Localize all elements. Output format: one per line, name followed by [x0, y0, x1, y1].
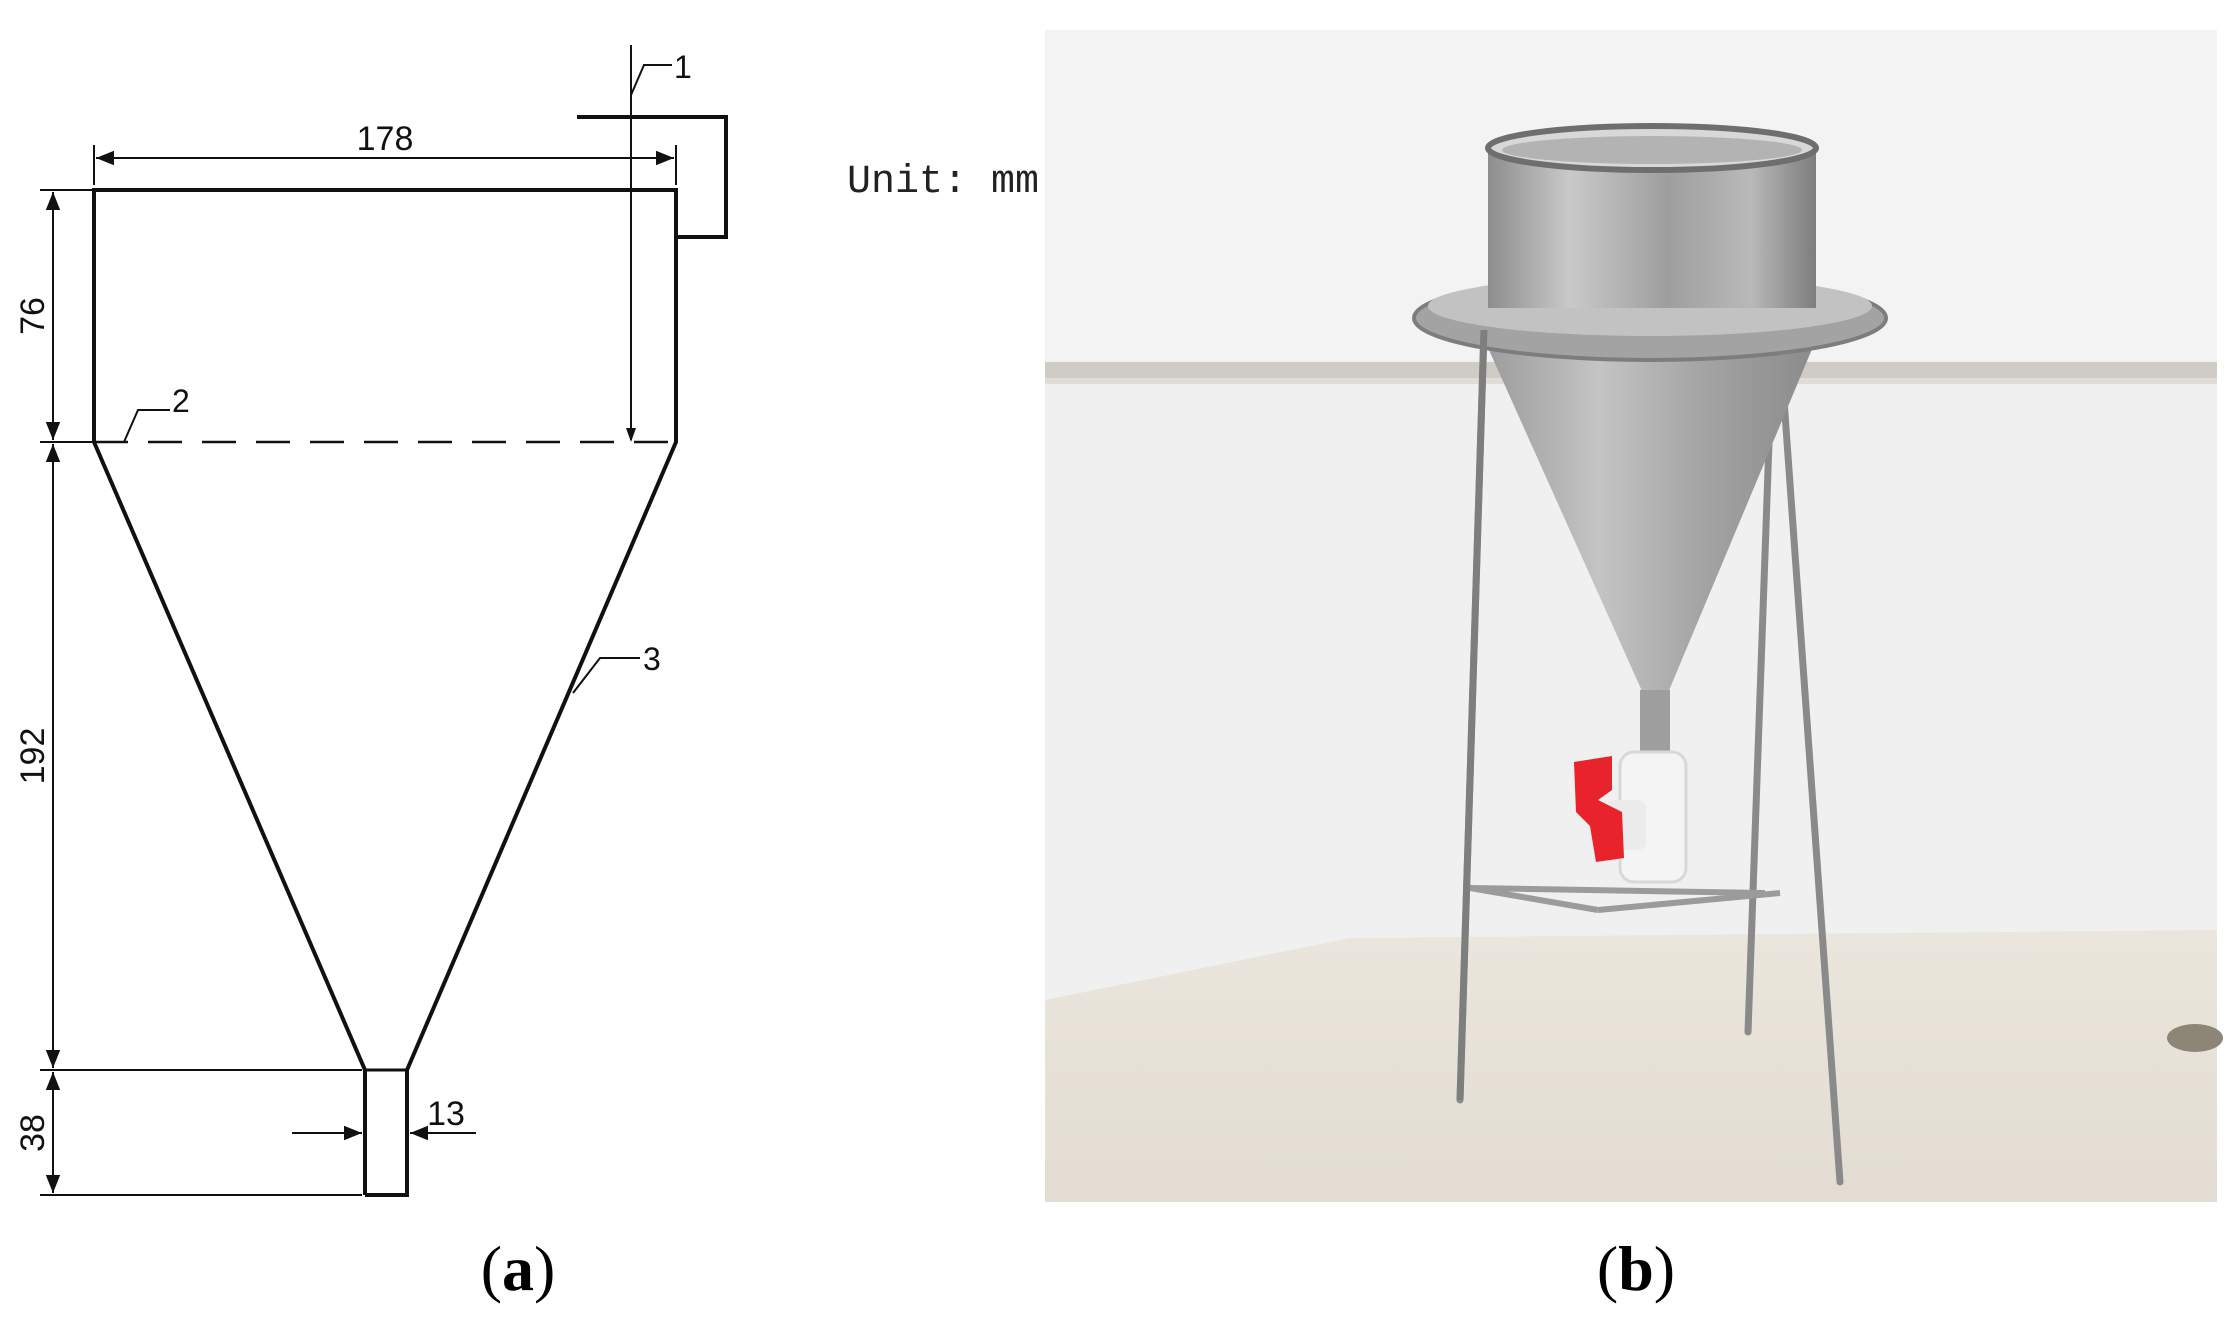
photo-table: [1045, 930, 2217, 1202]
reference-arrow: [626, 428, 636, 442]
funnel-drawing: [92, 45, 728, 1197]
photo-cone: [1480, 330, 1820, 700]
dimension-lines: [40, 145, 677, 1196]
dim-cone-height: 192: [14, 728, 52, 785]
panel-label-a: (a): [481, 1233, 556, 1304]
callout-leaders: [123, 64, 672, 694]
callout-2: 2: [172, 383, 190, 419]
dim-top-width: 178: [357, 120, 414, 158]
callout-3: 3: [643, 641, 661, 677]
dim-outlet-height: 38: [14, 1114, 52, 1152]
dim-cylinder-height: 76: [14, 297, 52, 335]
funnel-outline: [92, 188, 678, 1197]
funnel-photo: [1045, 30, 2223, 1202]
unit-label: Unit: mm: [847, 160, 1039, 205]
panel-label-b: (b): [1597, 1233, 1675, 1304]
photo-cylinder: [1488, 148, 1816, 308]
callout-1: 1: [674, 49, 692, 85]
overflow-spout: [577, 115, 728, 239]
dim-outlet-diameter: 13: [427, 1095, 465, 1133]
photo-valve-handle: [1574, 756, 1624, 862]
